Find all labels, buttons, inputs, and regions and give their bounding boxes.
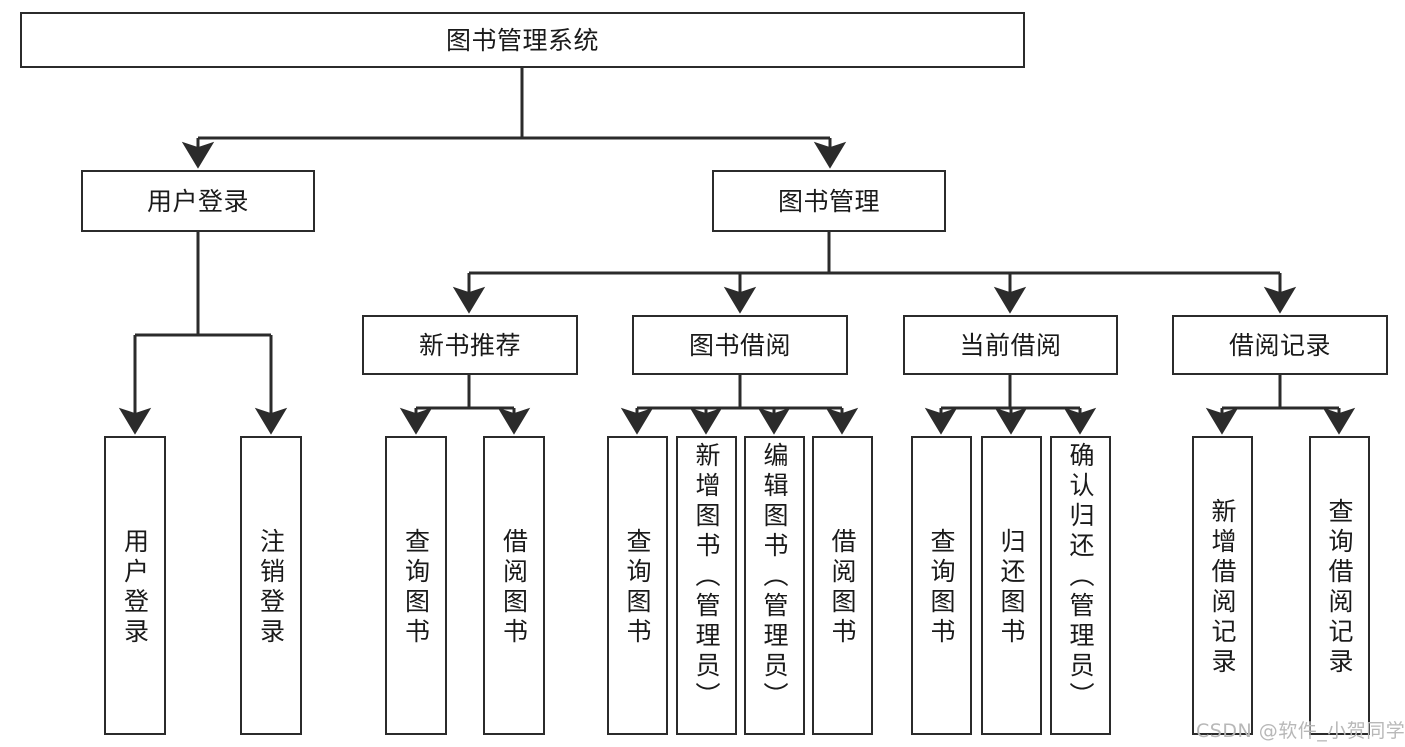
node-current-borrow-label: 当前借阅 bbox=[959, 330, 1062, 360]
node-leaf-return-book-label: 归还图书 bbox=[997, 527, 1026, 648]
node-leaf-borrow-book-1-label: 借阅图书 bbox=[499, 527, 529, 648]
node-leaf-logout[interactable]: 注销登录 bbox=[240, 436, 302, 735]
node-user-login[interactable]: 用户登录 bbox=[81, 170, 315, 232]
node-new-book-recommend[interactable]: 新书推荐 bbox=[362, 315, 578, 375]
node-root-label: 图书管理系统 bbox=[445, 25, 599, 55]
node-leaf-query-book-2[interactable]: 查询图书 bbox=[607, 436, 668, 735]
node-leaf-add-book[interactable]: 新增图书（管理员） bbox=[676, 436, 737, 735]
node-new-book-recommend-label: 新书推荐 bbox=[418, 330, 521, 360]
node-book-manage-label: 图书管理 bbox=[777, 186, 880, 216]
node-leaf-borrow-book-2-label: 借阅图书 bbox=[828, 527, 857, 648]
node-leaf-user-login[interactable]: 用户登录 bbox=[104, 436, 166, 735]
node-leaf-logout-label: 注销登录 bbox=[256, 527, 286, 648]
node-leaf-confirm-return-label: 确认归还（管理员） bbox=[1066, 442, 1095, 712]
node-root[interactable]: 图书管理系统 bbox=[20, 12, 1025, 68]
node-leaf-query-record-label: 查询借阅记录 bbox=[1325, 497, 1354, 678]
node-book-manage[interactable]: 图书管理 bbox=[712, 170, 946, 232]
node-book-borrow[interactable]: 图书借阅 bbox=[632, 315, 848, 375]
node-leaf-query-book-2-label: 查询图书 bbox=[623, 527, 652, 648]
node-leaf-borrow-book-2[interactable]: 借阅图书 bbox=[812, 436, 873, 735]
node-leaf-add-book-label: 新增图书（管理员） bbox=[692, 442, 721, 712]
node-leaf-query-record[interactable]: 查询借阅记录 bbox=[1309, 436, 1370, 735]
node-leaf-query-book-3[interactable]: 查询图书 bbox=[911, 436, 972, 735]
node-book-borrow-label: 图书借阅 bbox=[688, 330, 791, 360]
node-borrow-record-label: 借阅记录 bbox=[1228, 330, 1331, 360]
node-leaf-return-book[interactable]: 归还图书 bbox=[981, 436, 1042, 735]
node-leaf-query-book-1[interactable]: 查询图书 bbox=[385, 436, 447, 735]
node-leaf-query-book-3-label: 查询图书 bbox=[927, 527, 956, 648]
node-leaf-add-record-label: 新增借阅记录 bbox=[1208, 497, 1237, 678]
node-user-login-label: 用户登录 bbox=[146, 186, 249, 216]
node-borrow-record[interactable]: 借阅记录 bbox=[1172, 315, 1388, 375]
node-leaf-add-record[interactable]: 新增借阅记录 bbox=[1192, 436, 1253, 735]
csdn-watermark: CSDN @软件_小贺同学 bbox=[1196, 720, 1405, 742]
node-leaf-user-login-label: 用户登录 bbox=[120, 527, 150, 648]
node-leaf-edit-book[interactable]: 编辑图书（管理员） bbox=[744, 436, 805, 735]
node-leaf-confirm-return[interactable]: 确认归还（管理员） bbox=[1050, 436, 1111, 735]
node-current-borrow[interactable]: 当前借阅 bbox=[903, 315, 1118, 375]
node-leaf-borrow-book-1[interactable]: 借阅图书 bbox=[483, 436, 545, 735]
node-leaf-query-book-1-label: 查询图书 bbox=[401, 527, 431, 648]
node-leaf-edit-book-label: 编辑图书（管理员） bbox=[760, 442, 789, 712]
